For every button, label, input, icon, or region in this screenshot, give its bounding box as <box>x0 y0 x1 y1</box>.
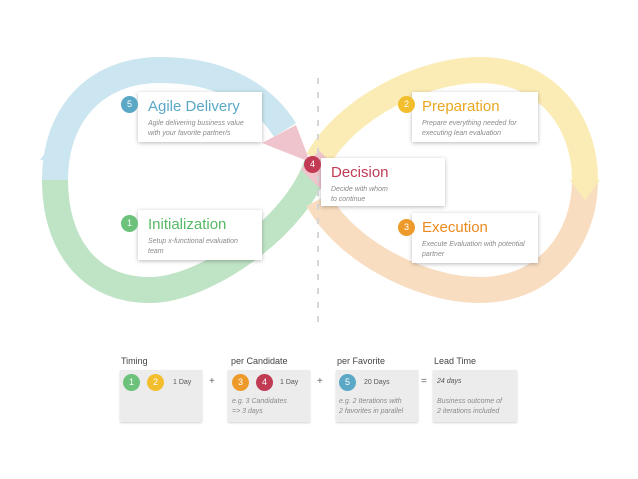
timing-box-per-candidate: 3 4 1 Day e.g. 3 Candidates => 3 days <box>228 370 310 422</box>
timing-duration: 1 Day <box>280 379 299 386</box>
step-badge-3: 3 <box>398 219 415 236</box>
timing-label: Timing <box>121 356 148 366</box>
step-badge-1: 1 <box>121 215 138 232</box>
timing-duration: 1 Day <box>173 379 192 386</box>
step-card-initialization: Initialization Setup x-functional evalua… <box>138 210 262 260</box>
step-description-text: Execute Evaluation with potential partne… <box>422 241 525 258</box>
loop-segment-orange <box>306 179 598 304</box>
step-title: Decision <box>331 164 389 181</box>
step-description: Prepare everything needed for executing … <box>422 119 528 139</box>
timing-badge-1: 1 <box>123 374 140 391</box>
blue-arrow-head <box>40 140 70 160</box>
timing-badge-5: 5 <box>339 374 356 391</box>
step-description: Decide with whom to continue <box>331 185 435 205</box>
step-title: Preparation <box>422 98 500 115</box>
timing-box-per-favorite: 5 20 Days e.g. 2 Iterations with 2 favor… <box>336 370 418 422</box>
lead-time-label: Lead Time <box>434 356 477 366</box>
timing-badge-4: 4 <box>256 374 273 391</box>
step-badge-2: 2 <box>398 96 415 113</box>
timing-box-initialization-preparation: 1 2 1 Day <box>120 370 202 422</box>
step-title: Execution <box>422 219 488 236</box>
plus-operator: + <box>317 376 323 387</box>
per-favorite-label: per Favorite <box>337 356 386 366</box>
step-description-text: Agile delivering business value with you… <box>148 120 244 137</box>
loop-segment-yellow <box>306 56 598 181</box>
timing-example: e.g. 3 Candidates => 3 days <box>232 398 287 415</box>
step-title: Agile Delivery <box>148 98 240 115</box>
step-card-execution: Execution Execute Evaluation with potent… <box>412 213 538 263</box>
step-description-text: Decide with whom to continue <box>331 186 388 203</box>
lead-time-duration: 24 days <box>437 378 462 385</box>
step-description: Agile delivering business value with you… <box>148 119 252 139</box>
plus-operator: + <box>209 376 215 387</box>
equals-operator: = <box>421 376 427 387</box>
per-candidate-label: per Candidate <box>231 356 288 366</box>
step-description-text: Prepare everything needed for executing … <box>422 120 517 137</box>
timing-badge-2: 2 <box>147 374 164 391</box>
loop-segment-green <box>42 155 331 304</box>
step-card-decision: Decision Decide with whom to continue <box>321 158 445 206</box>
step-badge-5: 5 <box>121 96 138 113</box>
decision-arrow-head <box>262 125 310 162</box>
timing-box-lead-time: 24 days Business outcome of 2 iterations… <box>433 370 517 422</box>
step-description-text: Setup x-functional evaluation team <box>148 238 238 255</box>
timing-duration: 20 Days <box>364 379 390 386</box>
timing-example: e.g. 2 Iterations with 2 favorites in pa… <box>339 398 404 415</box>
timing-example: Business outcome of 2 iterations include… <box>437 398 502 415</box>
step-badge-4: 4 <box>304 156 321 173</box>
timing-badge-3: 3 <box>232 374 249 391</box>
step-description: Setup x-functional evaluation team <box>148 237 252 257</box>
yellow-arrow-head <box>570 180 600 200</box>
step-card-preparation: Preparation Prepare everything needed fo… <box>412 92 538 142</box>
step-title: Initialization <box>148 216 227 233</box>
step-description: Execute Evaluation with potential partne… <box>422 240 528 260</box>
step-card-agile-delivery: Agile Delivery Agile delivering business… <box>138 92 262 142</box>
